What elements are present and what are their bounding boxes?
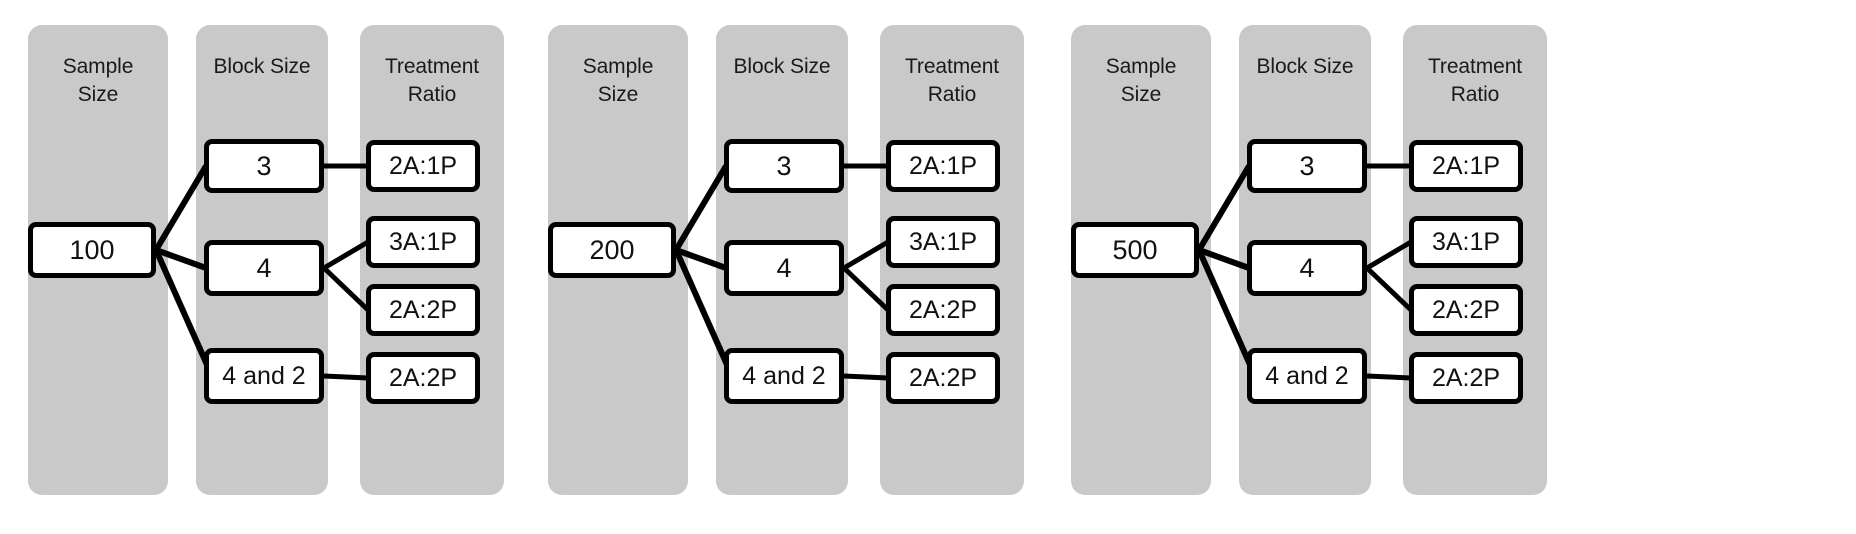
column-title-line2: Ratio [927,83,977,107]
node-treatment-ratio-3[interactable]: 2A:2P [366,284,480,336]
column-title-line2: Size [77,83,119,107]
node-sample-size[interactable]: 500 [1071,222,1199,278]
column-title-line2: Ratio [1450,83,1500,107]
node-sample-size[interactable]: 200 [548,222,676,278]
column-title-block-size: Block Size [213,55,311,78]
node-treatment-ratio-4[interactable]: 2A:2P [366,352,480,404]
node-treatment-ratio-4[interactable]: 2A:2P [1409,352,1523,404]
node-treatment-ratio-2[interactable]: 3A:1P [366,216,480,268]
column-title-line2: Ratio [407,83,457,107]
node-treatment-ratio-1[interactable]: 2A:1P [1409,140,1523,192]
column-title-line1: Sample [62,55,134,78]
node-treatment-ratio-4[interactable]: 2A:2P [886,352,1000,404]
node-block-size-2[interactable]: 4 [1247,240,1367,296]
node-treatment-ratio-3[interactable]: 2A:2P [1409,284,1523,336]
node-block-size-3[interactable]: 4 and 2 [204,348,324,404]
node-block-size-1[interactable]: 3 [204,139,324,193]
column-title-block-size: Block Size [1256,55,1354,78]
column-title-line1: Treatment [904,55,1000,78]
node-block-size-3[interactable]: 4 and 2 [1247,348,1367,404]
node-block-size-1[interactable]: 3 [1247,139,1367,193]
column-title-line1: Sample [582,55,654,78]
node-block-size-2[interactable]: 4 [724,240,844,296]
node-treatment-ratio-1[interactable]: 2A:1P [886,140,1000,192]
column-title-line1: Treatment [1427,55,1523,78]
column-title-block-size: Block Size [733,55,831,78]
column-title-line2: Size [597,83,639,107]
node-block-size-1[interactable]: 3 [724,139,844,193]
node-treatment-ratio-1[interactable]: 2A:1P [366,140,480,192]
column-title-line2: Size [1120,83,1162,107]
column-title-line1: Treatment [384,55,480,78]
node-treatment-ratio-2[interactable]: 3A:1P [886,216,1000,268]
node-sample-size[interactable]: 100 [28,222,156,278]
node-block-size-2[interactable]: 4 [204,240,324,296]
column-title-line1: Sample [1105,55,1177,78]
node-treatment-ratio-3[interactable]: 2A:2P [886,284,1000,336]
node-treatment-ratio-2[interactable]: 3A:1P [1409,216,1523,268]
node-block-size-3[interactable]: 4 and 2 [724,348,844,404]
